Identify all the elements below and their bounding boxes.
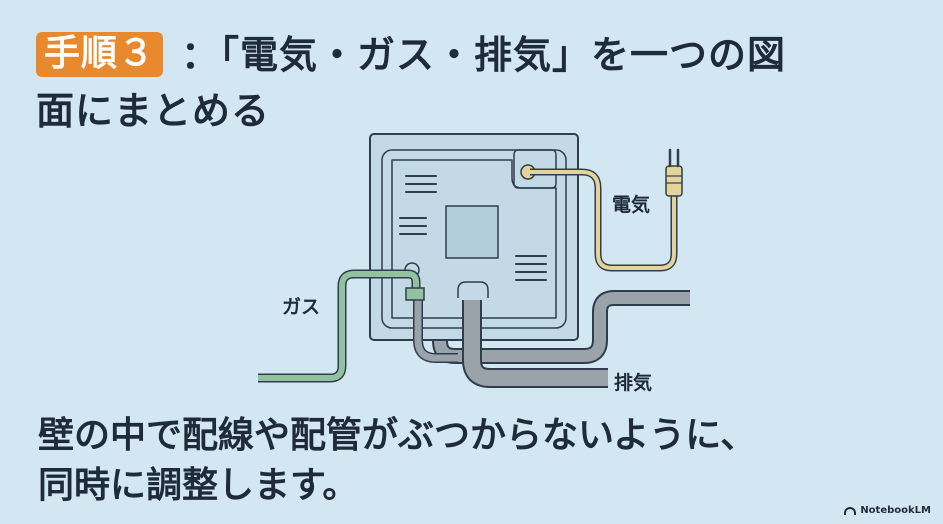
body-text-line-2: 同時に調整します。 bbox=[38, 465, 359, 506]
body-text-line-1: 壁の中で配線や配管がぶつからないように、 bbox=[38, 415, 757, 456]
electric-cord bbox=[530, 168, 678, 272]
plug-icon bbox=[665, 148, 683, 197]
notebooklm-logo-icon bbox=[844, 506, 857, 515]
step-badge: 手順３ bbox=[36, 32, 164, 77]
label-exhaust: 排気 bbox=[614, 372, 653, 394]
brand-name: NotebookLM bbox=[860, 505, 931, 516]
gas-pipe bbox=[258, 269, 425, 383]
page-title-line-1: 手順３ ：「電気・ガス・排気」を一つの図 bbox=[36, 32, 786, 77]
page-title-line-2: 面にまとめる bbox=[36, 89, 271, 133]
label-gas: ガス bbox=[282, 296, 321, 318]
label-electric: 電気 bbox=[612, 194, 651, 216]
branding: NotebookLM bbox=[844, 505, 931, 516]
exhaust-duct-front bbox=[413, 290, 608, 388]
exhaust-duct bbox=[432, 290, 690, 364]
title-text-1: ：「電気・ガス・排気」を一つの図 bbox=[181, 32, 787, 77]
